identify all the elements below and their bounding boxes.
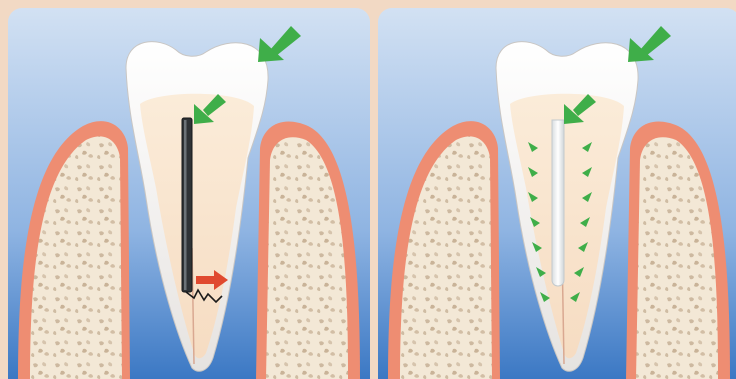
panel-metal-post [8, 8, 370, 379]
metal-post-illustration [8, 8, 370, 379]
panel-fiber-post [378, 8, 736, 379]
fiber-post-illustration [378, 8, 736, 379]
metal-post-highlight [184, 120, 187, 290]
fiber-post [552, 120, 564, 286]
metal-post [182, 118, 192, 292]
